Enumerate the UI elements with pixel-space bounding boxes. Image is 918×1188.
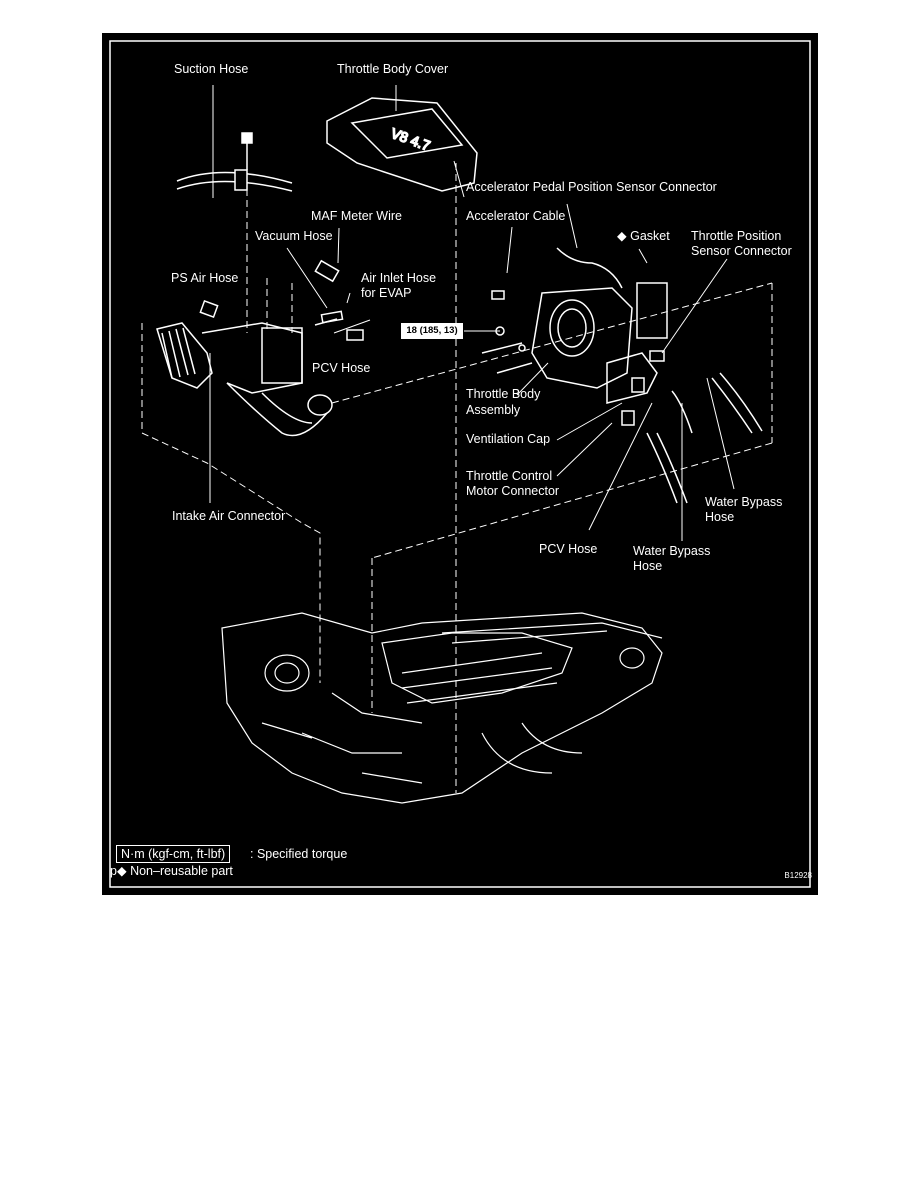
label-water-bypass-right-line1: Water Bypass [705,495,783,509]
label-throttle-control-line2: Motor Connector [466,484,560,498]
label-accelerator-cable: Accelerator Cable [466,209,566,223]
legend-non-reusable: p◆ Non–reusable part [110,864,233,878]
label-ps-air-hose: PS Air Hose [171,271,239,285]
intake-air-connector-drawing [156,322,333,437]
label-vacuum-hose: Vacuum Hose [255,229,333,243]
torque-value-box: 18 (185, 13) [401,323,463,339]
right-hoses-drawing [621,350,763,504]
label-pcv-hose-top: PCV Hose [312,361,371,375]
label-accelerator-pedal-position-sensor-connector: Accelerator Pedal Position Sensor Connec… [466,180,717,194]
label-air-inlet-hose-line2: for EVAP [361,286,412,300]
leader-lines [209,85,735,541]
label-water-bypass-bottom-line2: Hose [633,559,663,573]
label-gasket: ◆ Gasket [617,229,670,243]
engine-drawing [221,612,663,804]
label-intake-air-connector: Intake Air Connector [172,509,286,523]
label-throttle-position-line1: Throttle Position [691,229,782,243]
label-throttle-control-line1: Throttle Control [466,469,553,483]
label-throttle-position-line2: Sensor Connector [691,244,792,258]
label-pcv-hose-bottom: PCV Hose [539,542,598,556]
small-hoses-drawing [199,259,505,341]
label-ventilation-cap: Ventilation Cap [466,432,551,446]
label-maf-meter-wire: MAF Meter Wire [311,209,402,223]
throttle-body-cover-drawing: V8 4.7 [326,97,478,192]
label-water-bypass-bottom-line1: Water Bypass [633,544,711,558]
exploded-view-drawing: V8 4.7 [109,40,811,888]
label-throttle-body-cover: Throttle Body Cover [337,62,449,76]
figure-code: B12928 [784,871,812,880]
throttle-body-assembly-drawing [481,247,668,404]
label-throttle-body-line1: Throttle Body [466,387,541,401]
assembly-dashed-lines [141,163,773,793]
legend-torque-description: : Specified torque [250,847,348,861]
label-throttle-body-line2: Assembly [466,403,521,417]
diagram-panel: V8 4.7 [102,33,818,895]
suction-hose-drawing [176,132,293,192]
diamond-icon: ◆ [617,229,627,243]
svg-text:V8 4.7: V8 4.7 [389,125,433,154]
diamond-icon: p◆ [110,864,127,878]
diagram-frame [109,40,811,888]
label-air-inlet-hose-line1: Air Inlet Hose [361,271,437,285]
label-suction-hose: Suction Hose [174,62,249,76]
label-water-bypass-right-line2: Hose [705,510,735,524]
legend-torque-unit-box: N·m (kgf-cm, ft-lbf) [116,845,231,863]
